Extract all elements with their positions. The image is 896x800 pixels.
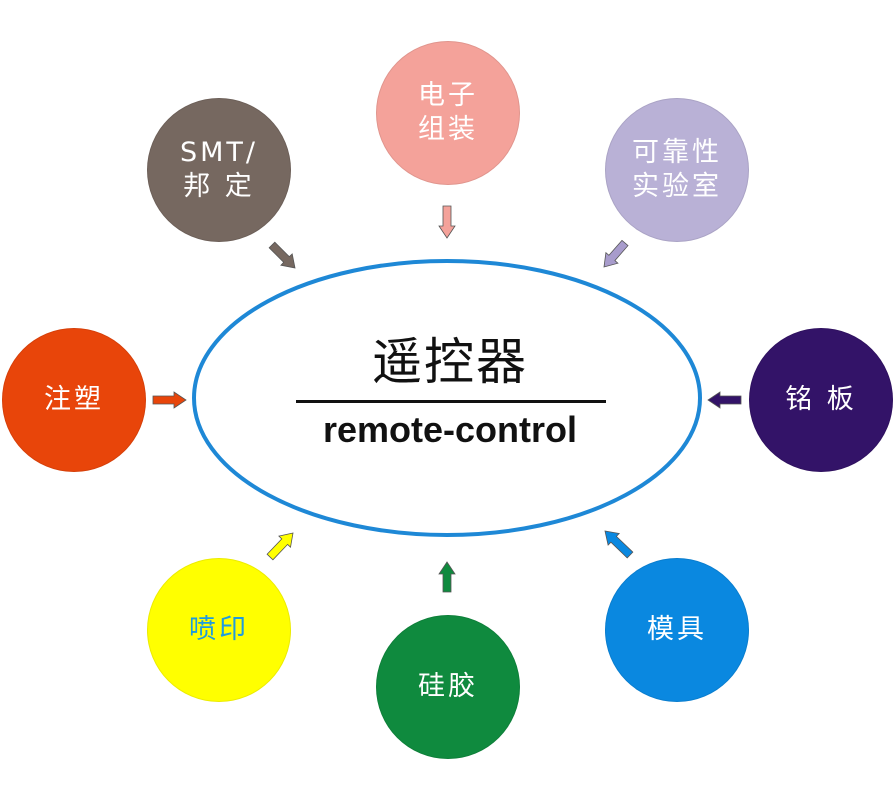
center-title: 遥控器 [372, 333, 528, 391]
node-smt: SMT/ 邦 定 [147, 98, 291, 242]
arrow-nameplate [707, 391, 742, 409]
node-printing-label-1: 喷印 [189, 614, 249, 645]
center-divider [296, 400, 606, 403]
arrow-silicone [438, 561, 456, 593]
node-mold: 模具 [605, 558, 749, 702]
node-electronic-assembly-label-2: 组装 [418, 114, 478, 145]
node-nameplate: 铭 板 [749, 328, 893, 472]
center-subtitle: remote-control [322, 409, 578, 450]
node-silicone: 硅胶 [376, 615, 520, 759]
arrow-injection-molding [152, 391, 187, 409]
node-reliability-lab-label-2: 实验室 [632, 171, 722, 202]
node-smt-label-1: SMT/ [179, 137, 259, 168]
node-reliability-lab-label-1: 可靠性 [632, 137, 722, 168]
node-electronic-assembly: 电子 组装 [376, 41, 520, 185]
node-printing: 喷印 [147, 558, 291, 702]
arrow-electronic-assembly [438, 205, 456, 239]
node-electronic-assembly-label-1: 电子 [418, 80, 478, 111]
node-mold-label-1: 模具 [647, 614, 707, 645]
node-injection-molding: 注塑 [2, 328, 146, 472]
arrow-mold [604, 530, 634, 559]
node-nameplate-label-1: 铭 板 [785, 384, 857, 415]
arrow-smt [268, 241, 296, 269]
node-silicone-label-1: 硅胶 [418, 671, 478, 702]
node-smt-label-2: 邦 定 [183, 171, 255, 202]
node-reliability-lab: 可靠性 实验室 [605, 98, 749, 242]
center-ellipse [192, 259, 702, 537]
node-injection-molding-label-1: 注塑 [44, 384, 104, 415]
arrow-printing [266, 532, 294, 561]
arrow-reliability-lab [603, 239, 629, 268]
